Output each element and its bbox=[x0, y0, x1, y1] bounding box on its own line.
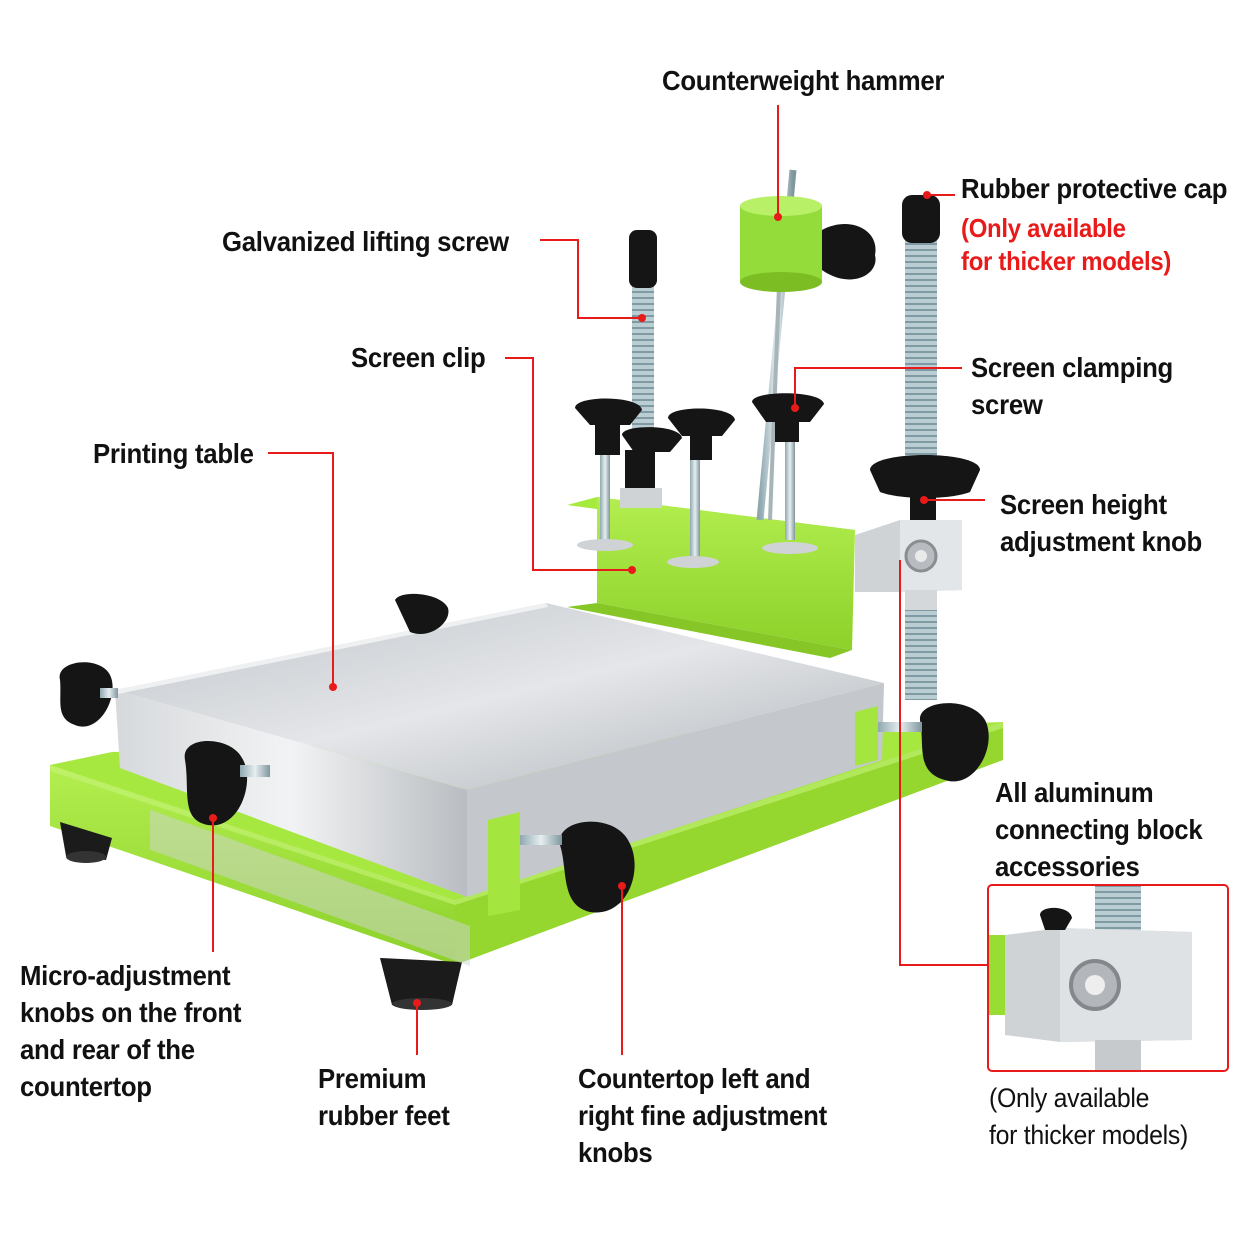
label-counterweight-hammer: Counterweight hammer bbox=[662, 65, 945, 96]
height-assembly bbox=[855, 195, 980, 700]
label-fine-adjustment: Countertop left and right fine adjustmen… bbox=[578, 1063, 827, 1168]
line-printing-table bbox=[268, 452, 334, 685]
label-screen-clamping-screw: Screen clamping screw bbox=[971, 352, 1174, 420]
label-screen-clip: Screen clip bbox=[351, 342, 486, 373]
line-aluminum-block bbox=[899, 560, 988, 966]
line-lifting-screw bbox=[540, 239, 640, 319]
rubber-feet bbox=[60, 822, 462, 1010]
inset-detail bbox=[987, 884, 1229, 1072]
label-rubber-feet: Premium rubber feet bbox=[318, 1063, 450, 1131]
line-screen-clip bbox=[505, 357, 630, 571]
counterweight-hammer bbox=[740, 169, 876, 521]
side-rails bbox=[488, 706, 878, 916]
adjustment-knobs bbox=[59, 593, 989, 913]
label-inset-note: (Only available for thicker models) bbox=[989, 1083, 1189, 1150]
label-rubber-cap-note: (Only available for thicker models) bbox=[961, 213, 1172, 276]
label-aluminum-block: All aluminum connecting block accessorie… bbox=[995, 777, 1203, 882]
label-printing-table: Printing table bbox=[93, 438, 254, 469]
label-rubber-cap: Rubber protective cap bbox=[961, 173, 1228, 204]
label-galvanized-screw: Galvanized lifting screw bbox=[222, 226, 509, 257]
line-clamping-screw bbox=[794, 367, 962, 405]
callout-lines bbox=[212, 105, 988, 1055]
label-micro-adjustment: Micro-adjustment knobs on the front and … bbox=[20, 960, 242, 1102]
clamping-knobs bbox=[575, 393, 824, 568]
label-screen-height-knob: Screen height adjustment knob bbox=[1000, 489, 1202, 557]
lifting-screw bbox=[629, 230, 657, 470]
callout-dots bbox=[209, 191, 931, 1007]
